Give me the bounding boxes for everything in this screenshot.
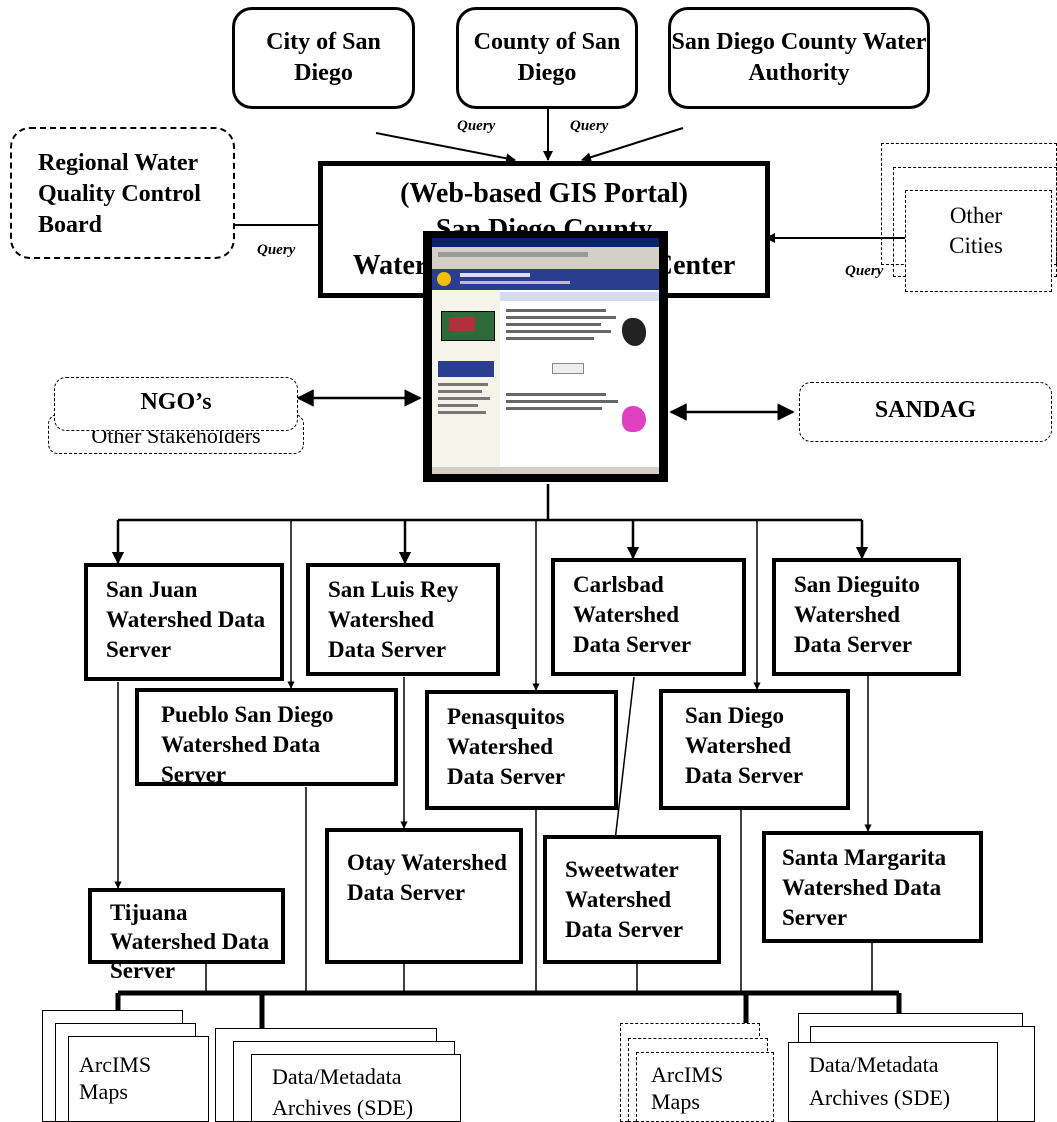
server-san-luis-rey: San Luis Rey Watershed Data Server — [306, 563, 500, 676]
server-tijuana: Tijuana Watershed Data Server — [88, 888, 285, 983]
server-sweetwater: Sweetwater Watershed Data Server — [543, 835, 721, 964]
water-authority-box: San Diego County Water Authority — [668, 7, 930, 109]
sidebar-map-feature — [449, 317, 475, 331]
portal-screenshot — [423, 231, 668, 482]
server-label: Otay Watershed Data Server — [347, 850, 507, 905]
server-san-diego: San Diego Watershed Data Server — [659, 689, 850, 810]
sidebar-selected-item — [438, 361, 494, 377]
result-line-3 — [506, 323, 601, 326]
browser-window — [432, 238, 659, 474]
banner-subtitle-bar — [460, 281, 570, 284]
server-label: San Dieguito Watershed Data Server — [794, 572, 920, 657]
server-label: Pueblo San Diego Watershed Data Server — [161, 702, 334, 787]
result-thumbnail-2 — [622, 406, 646, 432]
server-label: Santa Margarita Watershed Data Server — [782, 845, 947, 930]
arrow-city-to-portal — [375, 132, 516, 164]
sidebar-line-1 — [438, 383, 488, 386]
archives-label: Data/Metadata Archives (SDE) — [272, 1064, 414, 1120]
browser-toolbar — [432, 247, 659, 270]
regional-board-box: Regional Water Quality Control Board — [10, 127, 235, 259]
server-label: Tijuana Watershed Data Server — [110, 900, 270, 983]
archives2-label: Data/Metadata Archives (SDE) — [809, 1052, 951, 1110]
server-otay: Otay Watershed Data Server — [325, 828, 523, 964]
county-label: County of San Diego — [473, 29, 621, 86]
result-line-7 — [506, 400, 618, 403]
result-line-1 — [506, 309, 606, 312]
arrow-water-authority-to-portal — [581, 127, 684, 163]
arcims-dashed-label: ArcIMS Maps — [651, 1062, 724, 1114]
sandag-label: SANDAG — [874, 397, 977, 423]
server-label: Penasquitos Watershed Data Server — [447, 704, 566, 789]
see-details-button — [552, 363, 584, 374]
browser-titlebar — [432, 238, 659, 247]
browser-statusbar — [432, 467, 659, 474]
result-line-6 — [506, 393, 606, 396]
county-of-san-diego-box: County of San Diego — [456, 7, 638, 109]
result-line-8 — [506, 407, 602, 410]
portal-logo-icon — [437, 272, 451, 286]
other-cities-label: Other Cities — [949, 203, 1003, 258]
sidebar-line-2 — [438, 390, 482, 393]
server-label: San Luis Rey Watershed Data Server — [328, 577, 459, 662]
sidebar-line-3 — [438, 397, 490, 400]
arcims-dashed-page-front: ArcIMS Maps — [636, 1052, 774, 1122]
ngo-box: NGO’s — [54, 377, 298, 431]
server-pueblo-san-diego: Pueblo San Diego Watershed Data Server — [135, 688, 398, 787]
city-label: City of San Diego — [266, 29, 381, 86]
banner-title-bar — [460, 273, 530, 277]
ngo-label: NGO’s — [140, 389, 212, 415]
arcims-page-front: ArcIMS Maps — [68, 1036, 209, 1122]
server-santa-margarita: Santa Margarita Watershed Data Server — [762, 831, 983, 943]
server-label: Carlsbad Watershed Data Server — [573, 572, 692, 657]
result-line-5 — [506, 337, 594, 340]
server-carlsbad: Carlsbad Watershed Data Server — [551, 558, 746, 676]
server-label: Sweetwater Watershed Data Server — [565, 857, 684, 942]
query-label-regional-board: Query — [257, 242, 296, 258]
server-label: San Juan Watershed Data Server — [106, 577, 266, 662]
results-header — [500, 292, 659, 301]
server-san-juan: San Juan Watershed Data Server — [84, 563, 284, 681]
arcims-label: ArcIMS Maps — [79, 1052, 152, 1104]
browser-address-bar — [438, 252, 588, 257]
query-label-water-authority: Query — [570, 118, 609, 134]
city-of-san-diego-box: City of San Diego — [232, 7, 415, 109]
server-san-dieguito: San Dieguito Watershed Data Server — [772, 558, 961, 676]
sidebar-line-4 — [438, 404, 478, 407]
result-line-4 — [506, 330, 611, 333]
sidebar-line-5 — [438, 411, 486, 414]
water-authority-label: San Diego County Water Authority — [671, 29, 927, 86]
archives-page-front: Data/Metadata Archives (SDE) — [251, 1054, 461, 1122]
archives2-page-front: Data/Metadata Archives (SDE) — [788, 1042, 998, 1122]
result-line-2 — [506, 316, 616, 319]
regional-board-label: Regional Water Quality Control Board — [38, 150, 201, 238]
result-thumbnail-1 — [622, 318, 646, 346]
server-label: San Diego Watershed Data Server — [685, 703, 804, 788]
sandag-box: SANDAG — [799, 382, 1052, 442]
portal-line-1: (Web-based GIS Portal) — [400, 178, 688, 209]
other-cities-page-front: Other Cities — [905, 190, 1052, 292]
query-label-city: Query — [457, 118, 496, 134]
query-label-other-cities: Query — [845, 263, 884, 279]
server-penasquitos: Penasquitos Watershed Data Server — [425, 690, 618, 810]
